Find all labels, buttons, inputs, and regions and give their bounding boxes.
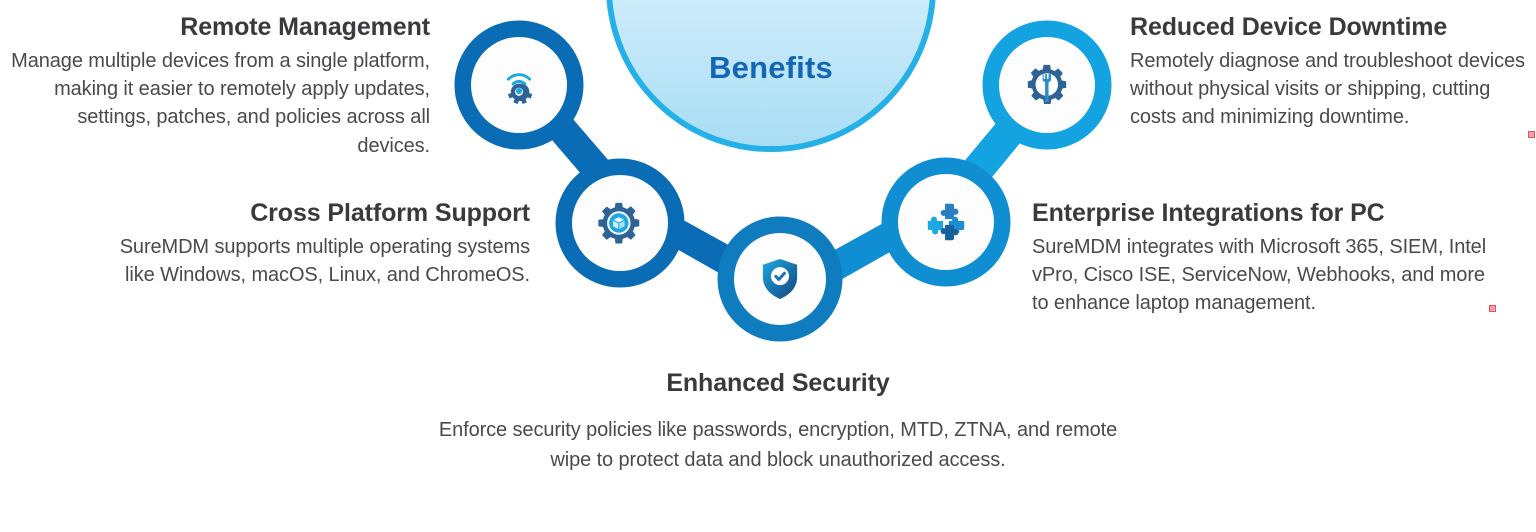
block-reduced-device-downtime: Reduced Device Downtime Remotely diagnos… — [1130, 12, 1536, 132]
gear-cube-icon — [598, 201, 642, 245]
block-enterprise-integrations: Enterprise Integrations for PC SureMDM i… — [1032, 198, 1502, 318]
block-enhanced-security: Enhanced Security Enforce security polic… — [418, 368, 1138, 475]
block-body: SureMDM integrates with Microsoft 365, S… — [1032, 235, 1487, 315]
block-title: Enhanced Security — [666, 369, 890, 397]
decor-marker — [1489, 305, 1496, 312]
block-title: Remote Management — [180, 13, 430, 41]
block-remote-management: Remote Management Manage multiple device… — [0, 12, 430, 160]
block-title: Cross Platform Support — [250, 199, 530, 227]
shield-check-icon — [761, 258, 799, 300]
node-enhanced-security[interactable] — [734, 233, 826, 325]
page-title: Benefits — [709, 50, 833, 85]
block-body: Enforce security policies like passwords… — [438, 418, 1118, 471]
gear-wifi-icon — [497, 63, 541, 107]
decor-marker — [1528, 131, 1535, 138]
block-body: Manage multiple devices from a single pl… — [11, 49, 430, 157]
benefits-dome: Benefits — [612, 0, 930, 146]
puzzle-pieces-icon — [923, 199, 969, 245]
block-title: Reduced Device Downtime — [1130, 13, 1448, 41]
node-enterprise-integrations[interactable] — [898, 174, 994, 270]
block-cross-platform-support: Cross Platform Support SureMDM supports … — [100, 198, 530, 289]
block-body: SureMDM supports multiple operating syst… — [119, 235, 530, 286]
gear-wrench-icon — [1024, 62, 1070, 108]
node-remote-management[interactable] — [471, 37, 567, 133]
block-body: Remotely diagnose and troubleshoot devic… — [1130, 49, 1525, 129]
block-title: Enterprise Integrations for PC — [1032, 199, 1385, 227]
node-reduced-device-downtime[interactable] — [999, 37, 1095, 133]
node-cross-platform-support[interactable] — [572, 175, 668, 271]
